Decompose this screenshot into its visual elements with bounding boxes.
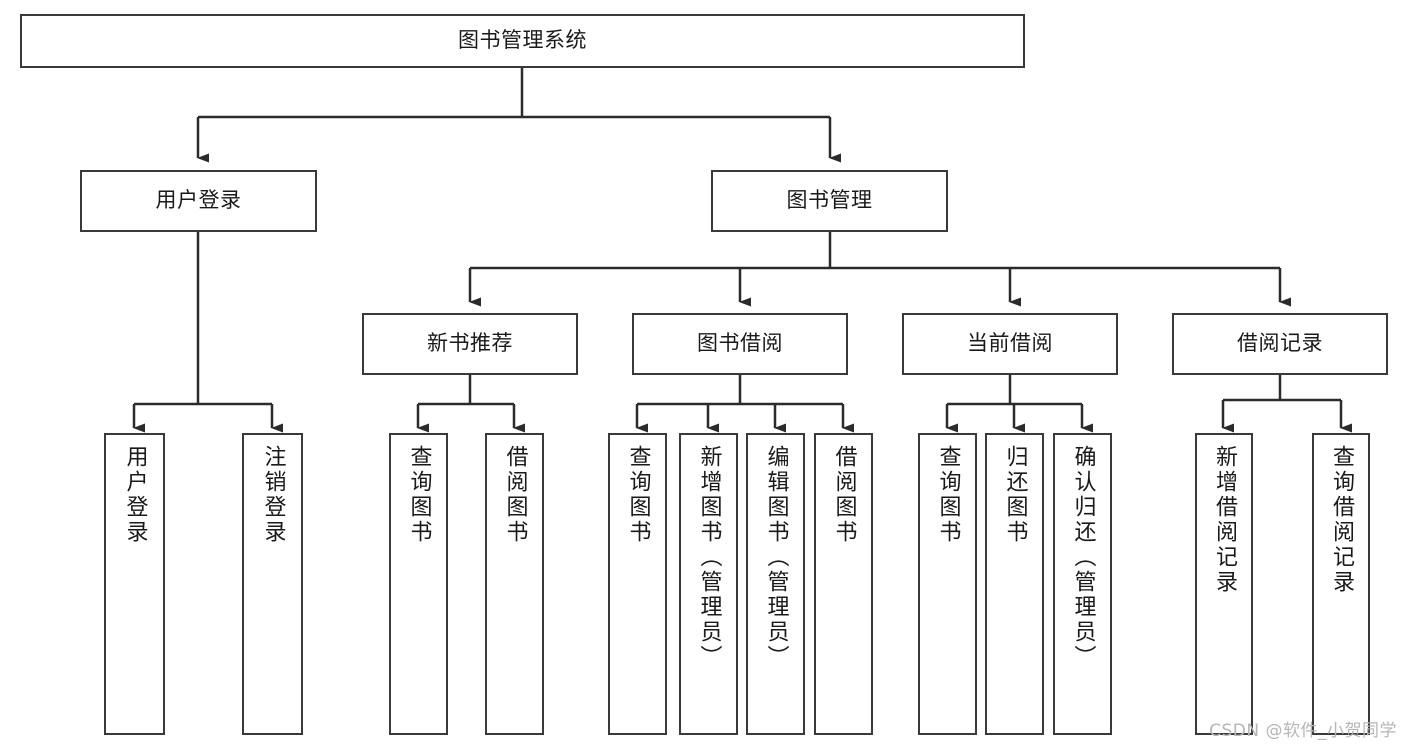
node-leaf-confirm-return-label: 确认归还（管理员） — [1070, 445, 1096, 670]
node-root[interactable]: 图书管理系统 — [20, 14, 1025, 68]
node-leaf-query-book-2[interactable]: 查询图书 — [608, 433, 667, 735]
node-book-borrow-label: 图书借阅 — [697, 331, 783, 356]
node-leaf-add-record-label: 新增借阅记录 — [1212, 445, 1237, 595]
node-leaf-edit-book[interactable]: 编辑图书（管理员） — [746, 433, 805, 735]
node-leaf-query-book-3[interactable]: 查询图书 — [918, 433, 977, 735]
node-leaf-logout-login-label: 注销登录 — [260, 445, 286, 545]
node-root-label: 图书管理系统 — [458, 28, 587, 53]
node-current-borrow[interactable]: 当前借阅 — [902, 313, 1118, 375]
node-leaf-borrow-book-2-label: 借阅图书 — [831, 445, 857, 545]
node-leaf-return-book-label: 归还图书 — [1002, 445, 1028, 545]
node-leaf-query-record-label: 查询借阅记录 — [1329, 445, 1354, 595]
node-leaf-query-book-2-label: 查询图书 — [625, 445, 651, 545]
node-leaf-edit-book-label: 编辑图书（管理员） — [763, 445, 789, 670]
node-leaf-borrow-book-2[interactable]: 借阅图书 — [814, 433, 873, 735]
node-leaf-borrow-book-1[interactable]: 借阅图书 — [485, 433, 544, 735]
node-leaf-user-login-label: 用户登录 — [122, 445, 148, 545]
node-leaf-query-book-1[interactable]: 查询图书 — [389, 433, 448, 735]
node-leaf-return-book[interactable]: 归还图书 — [985, 433, 1044, 735]
node-book-borrow[interactable]: 图书借阅 — [632, 313, 848, 375]
node-current-borrow-label: 当前借阅 — [967, 331, 1053, 356]
node-book-manage-label: 图书管理 — [786, 188, 873, 213]
node-user-login[interactable]: 用户登录 — [80, 170, 317, 232]
node-leaf-add-record[interactable]: 新增借阅记录 — [1195, 433, 1253, 735]
node-leaf-add-book[interactable]: 新增图书（管理员） — [679, 433, 738, 735]
node-leaf-query-record[interactable]: 查询借阅记录 — [1312, 433, 1370, 735]
node-leaf-add-book-label: 新增图书（管理员） — [696, 445, 722, 670]
node-leaf-query-book-3-label: 查询图书 — [935, 445, 961, 545]
node-leaf-query-book-1-label: 查询图书 — [406, 445, 432, 545]
node-borrow-record-label: 借阅记录 — [1237, 331, 1323, 356]
node-leaf-logout-login[interactable]: 注销登录 — [242, 433, 303, 735]
node-new-book-recommend[interactable]: 新书推荐 — [362, 313, 578, 375]
node-borrow-record[interactable]: 借阅记录 — [1172, 313, 1388, 375]
node-leaf-borrow-book-1-label: 借阅图书 — [502, 445, 528, 545]
node-new-book-recommend-label: 新书推荐 — [427, 331, 513, 356]
node-book-manage[interactable]: 图书管理 — [711, 170, 948, 232]
node-leaf-user-login[interactable]: 用户登录 — [104, 433, 165, 735]
node-user-login-label: 用户登录 — [155, 188, 242, 213]
node-leaf-confirm-return[interactable]: 确认归还（管理员） — [1053, 433, 1112, 735]
